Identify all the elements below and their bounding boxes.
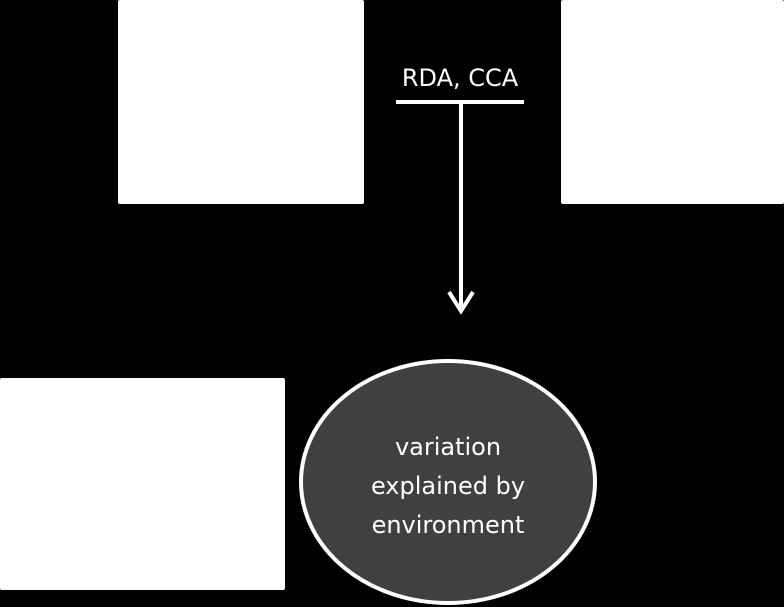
down-arrow-head [447, 290, 475, 315]
top-right-box [561, 0, 784, 204]
top-left-box [118, 0, 364, 204]
ellipse-line-3: environment [371, 511, 525, 539]
result-ellipse [299, 359, 597, 605]
ellipse-line-1: variation [394, 433, 502, 461]
ellipse-line-2: explained by [370, 472, 526, 500]
method-label: RDA, CCA [401, 64, 519, 92]
result-ellipse-label: variation explained by environment [324, 428, 572, 545]
bottom-left-box [0, 378, 285, 590]
